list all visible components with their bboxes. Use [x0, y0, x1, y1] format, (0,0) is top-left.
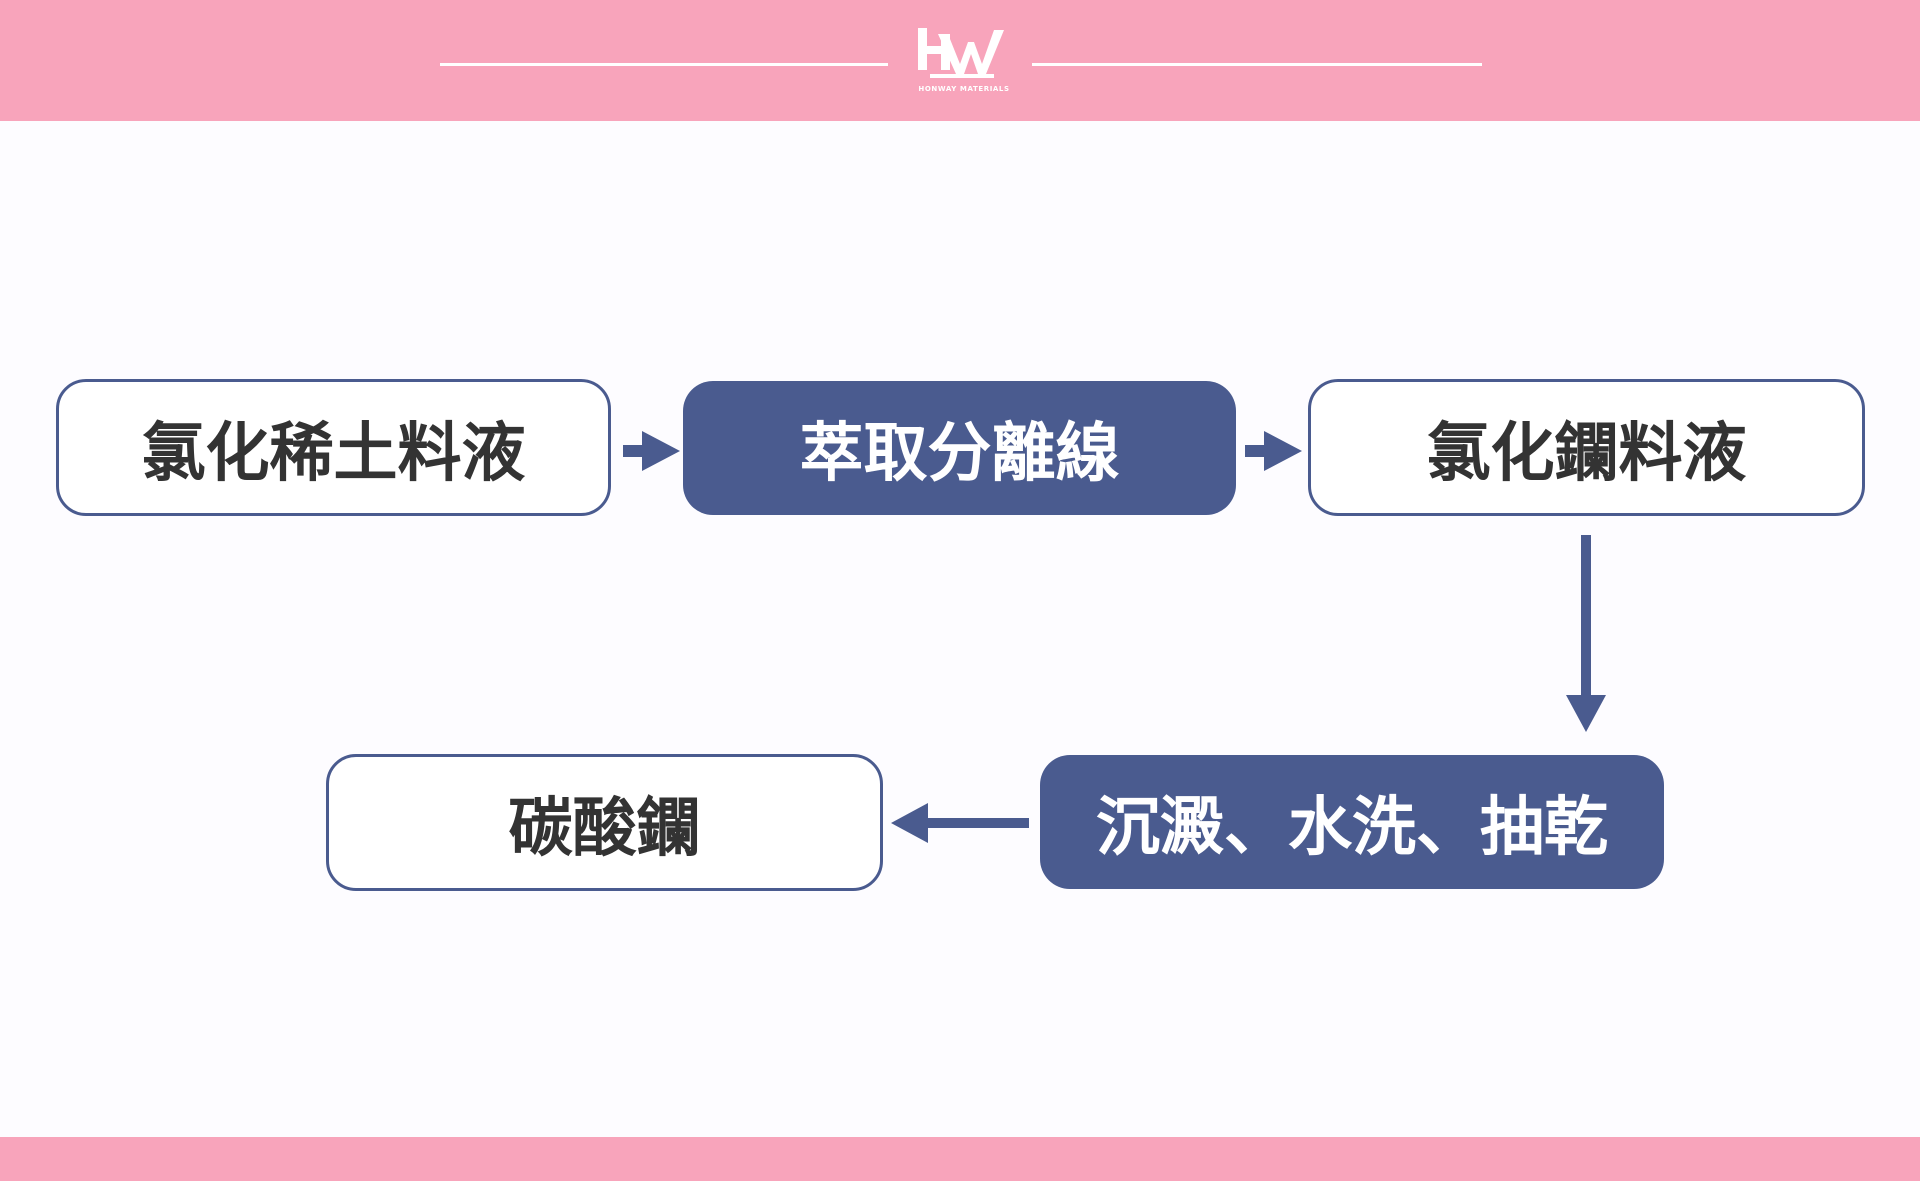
step-lanthanum-chloride-liquor: 氯化鑭料液 — [1308, 379, 1865, 516]
step-lanthanum-carbonate: 碳酸鑭 — [326, 754, 883, 891]
arrow-left — [891, 803, 1029, 843]
logo-subtitle: HONWAY MATERIALS — [918, 85, 1010, 93]
logo: HONWAY MATERIALS — [908, 24, 1020, 96]
step-extraction-separation-line: 萃取分離線 — [683, 381, 1236, 515]
step-rare-earth-chloride-liquor: 氯化稀土料液 — [56, 379, 611, 516]
footer-bar — [0, 1137, 1920, 1181]
arrow-right-1 — [623, 431, 680, 471]
logo-hw-icon — [918, 28, 1004, 78]
header-bar: HONWAY MATERIALS — [0, 0, 1920, 121]
header-divider-right — [1032, 63, 1482, 66]
arrow-right-2 — [1245, 431, 1302, 471]
header-divider-left — [440, 63, 888, 66]
step-precipitation-wash-dry: 沉澱、水洗、抽乾 — [1040, 755, 1664, 889]
arrow-down — [1566, 535, 1606, 732]
